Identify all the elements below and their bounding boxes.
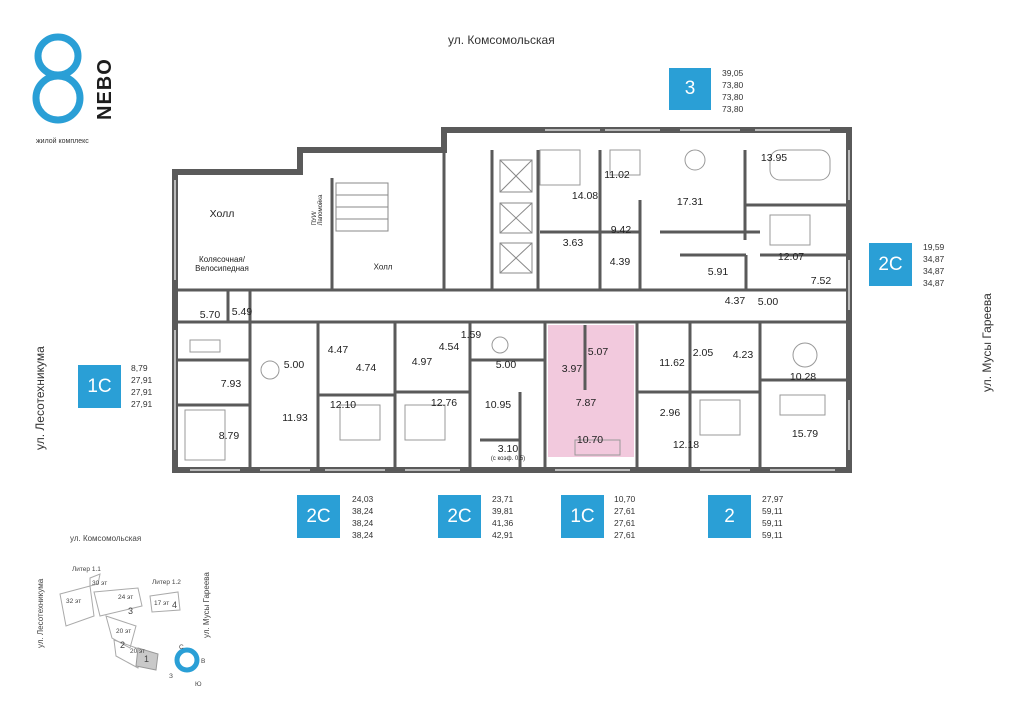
room-stroller: Колясочная/ Велосипедная — [195, 255, 249, 273]
room-7-93: 7.93 — [220, 378, 242, 390]
room-hall-center: Холл — [373, 262, 393, 272]
compass-west: З — [169, 673, 173, 680]
logo-eight-icon — [32, 33, 84, 124]
room-5-00-b: 5.00 — [495, 359, 517, 371]
room-4-47: 4.47 — [327, 344, 349, 356]
apartment-badge-2c-right[interactable]: 2С — [869, 243, 912, 286]
logo-tagline: жилой комплекс — [36, 138, 89, 145]
room-4-39: 4.39 — [609, 256, 631, 268]
room-4-74: 4.74 — [355, 362, 377, 374]
compass-east: В — [201, 658, 206, 665]
apartment-badge-1c-left[interactable]: 1С — [78, 365, 121, 408]
street-top: ул. Комсомольская — [448, 33, 555, 47]
minimap-floors-20a: 20 эт — [116, 628, 132, 635]
highlighted-apartment — [548, 325, 634, 457]
room-4-54: 4.54 — [438, 341, 460, 353]
compass-north: С — [179, 644, 184, 651]
room-3-63: 3.63 — [562, 237, 584, 249]
apartment-badge-2c-a[interactable]: 2С — [297, 495, 340, 538]
room-12-07: 12.07 — [777, 251, 805, 263]
room-3-10-note: (с коэф. 0,5) — [490, 456, 526, 462]
room-8-79: 8.79 — [218, 430, 240, 442]
room-11-02: 11.02 — [604, 169, 630, 181]
compass-south: Ю — [195, 681, 202, 688]
room-5-70: 5.70 — [199, 309, 221, 321]
room-5-91: 5.91 — [707, 266, 729, 278]
minimap-floors-17: 17 эт — [154, 600, 170, 607]
room-9-42: 9.42 — [610, 224, 632, 236]
minimap-buildings — [59, 573, 200, 673]
room-1-59: 1.59 — [460, 329, 482, 341]
room-12-18: 12.18 — [672, 439, 700, 451]
room-11-62: 11.62 — [659, 357, 685, 369]
room-17-31: 17.31 — [676, 196, 704, 208]
room-3-10: 3.10 — [497, 443, 519, 455]
minimap-building-4: 4 — [172, 600, 178, 610]
room-13-95: 13.95 — [760, 152, 788, 164]
apartment-badge-2c-b[interactable]: 2С — [438, 495, 481, 538]
room-3-97: 3.97 — [561, 363, 583, 375]
compass-icon — [174, 647, 200, 673]
room-5-00-r: 5.00 — [757, 296, 779, 308]
site-minimap: ул. Комсомольская ул. Лесотехникума ул. … — [30, 530, 230, 720]
room-5-49: 5.49 — [231, 306, 253, 318]
minimap-building-1: 1 — [144, 654, 150, 664]
room-puy: ПУИ/ Лапомойка — [312, 194, 324, 226]
logo: NEBO жилой комплекс — [32, 32, 132, 152]
minimap-floors-20b: 20 эт — [130, 648, 146, 655]
room-10-70: 10.70 — [576, 434, 604, 446]
room-2-05: 2.05 — [692, 347, 714, 359]
room-7-52: 7.52 — [810, 275, 832, 287]
room-15-79: 15.79 — [791, 428, 819, 440]
room-10-28: 10.28 — [789, 371, 817, 383]
room-12-10: 12.10 — [329, 399, 357, 411]
room-10-95: 10.95 — [484, 399, 512, 411]
minimap-building-2: 2 — [120, 640, 126, 650]
room-7-87: 7.87 — [575, 397, 597, 409]
room-12-76: 12.76 — [430, 397, 458, 409]
room-4-23: 4.23 — [732, 349, 754, 361]
minimap-building-3: 3 — [128, 606, 134, 616]
minimap-street-top: ул. Комсомольская — [70, 534, 142, 543]
apartment-badge-3[interactable]: 3 — [669, 68, 711, 110]
minimap-floors-24: 24 эт — [118, 594, 134, 601]
minimap-floors-30: 30 эт — [92, 580, 108, 587]
minimap-floors-32: 32 эт — [66, 598, 82, 605]
room-4-37: 4.37 — [724, 295, 746, 307]
room-4-97: 4.97 — [411, 356, 433, 368]
apartment-badge-1c-c[interactable]: 1С — [561, 495, 604, 538]
room-11-93: 11.93 — [282, 412, 308, 424]
room-14-08: 14.08 — [571, 190, 599, 202]
minimap-liter-1-2: Литер 1.2 — [152, 579, 181, 586]
room-5-00-a: 5.00 — [283, 359, 305, 371]
room-hall-left: Холл — [209, 208, 235, 220]
minimap-liter-1-1: Литер 1.1 — [72, 566, 101, 573]
room-2-96: 2.96 — [659, 407, 681, 419]
room-5-07: 5.07 — [587, 346, 609, 358]
apartment-badge-2[interactable]: 2 — [708, 495, 751, 538]
